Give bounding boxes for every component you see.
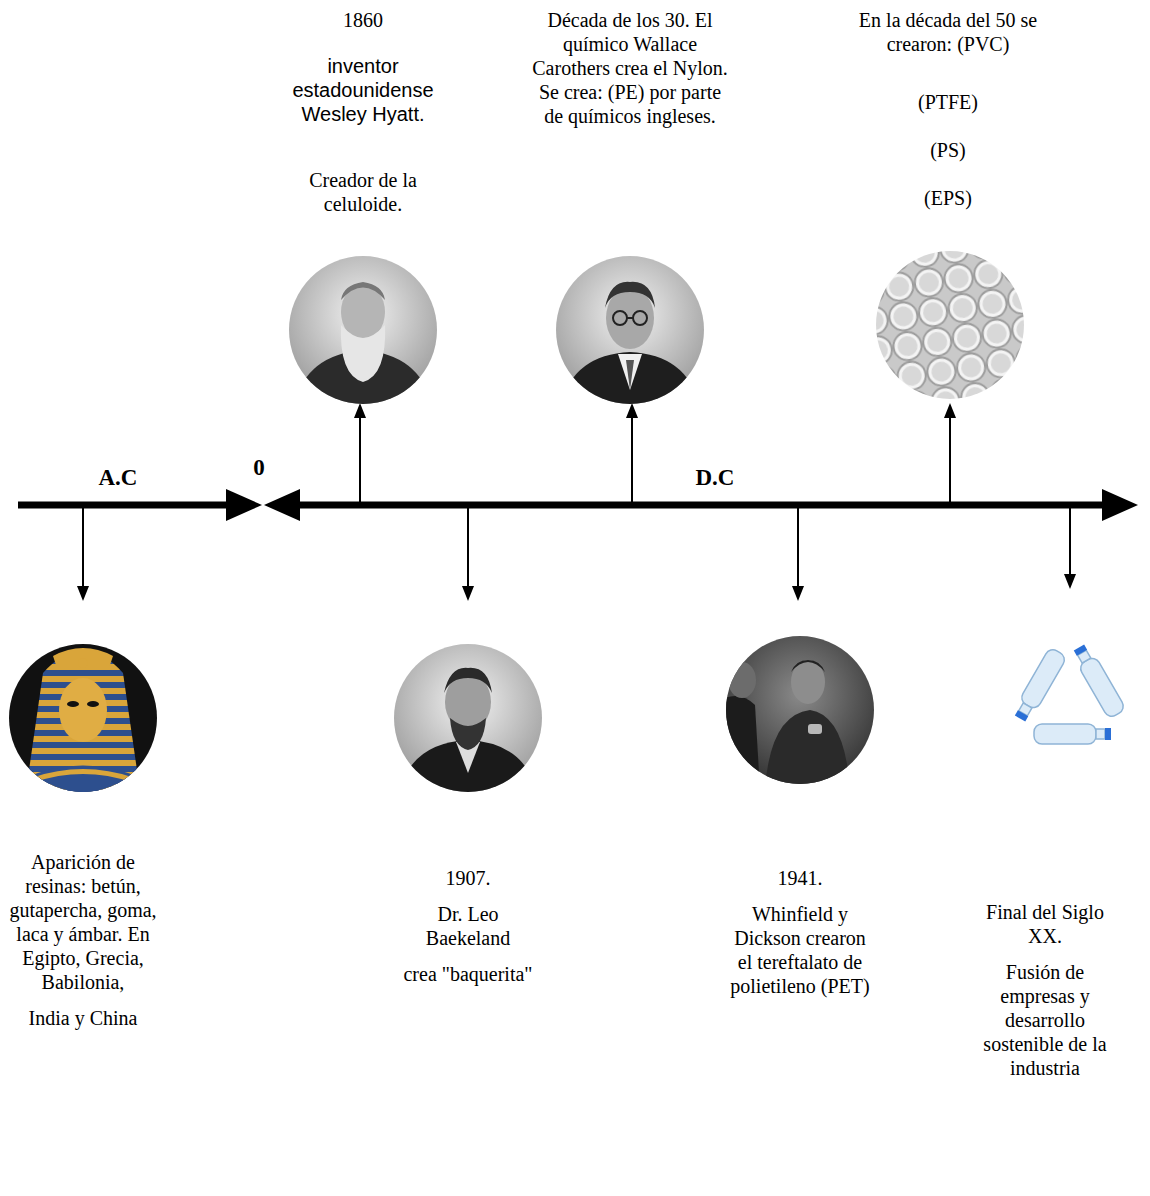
event-text: inventor estadounidense Wesley Hyatt. (285, 54, 441, 126)
hyatt-portrait (283, 250, 443, 410)
plastic-name: (EPS) (888, 186, 1008, 210)
event-date: 1907. (393, 866, 543, 890)
plastic-name: (PTFE) (888, 90, 1008, 114)
event-text: Década de los 30. El químico Wallace Car… (530, 8, 730, 128)
time-axis (18, 489, 1138, 521)
event-text: Fusión de empresas y desarrollo sostenib… (970, 960, 1120, 1080)
event-date: 1941. (725, 866, 875, 890)
era-label: A.C (83, 464, 153, 492)
origin-label: 0 (241, 454, 277, 482)
event-text: Creador de la celuloide. (288, 168, 438, 216)
event-text: India y China (8, 1006, 158, 1030)
recycle-bottles-picture (1011, 642, 1126, 744)
event-text: Whinfield y Dickson crearon el tereftala… (725, 902, 875, 998)
carothers-portrait (550, 250, 710, 410)
era-label: D.C (680, 464, 750, 492)
event-text: crea "baquerita" (393, 962, 543, 986)
pharaoh-mask-picture (3, 638, 163, 798)
event-date: 1860 (288, 8, 438, 32)
whinfield-dickson-photo (720, 630, 880, 790)
event-text: Aparición de resinas: betún, gutapercha,… (8, 850, 158, 994)
event-date: Final del Siglo XX. (970, 900, 1120, 948)
baekeland-portrait (388, 638, 548, 798)
event-text: En la década del 50 se crearon: (PVC) (833, 8, 1063, 56)
event-text: Dr. Leo Baekeland (393, 902, 543, 950)
plastic-name: (PS) (888, 138, 1008, 162)
pointer-arrows (77, 403, 1076, 601)
pvc-pipes-picture (860, 235, 1041, 416)
